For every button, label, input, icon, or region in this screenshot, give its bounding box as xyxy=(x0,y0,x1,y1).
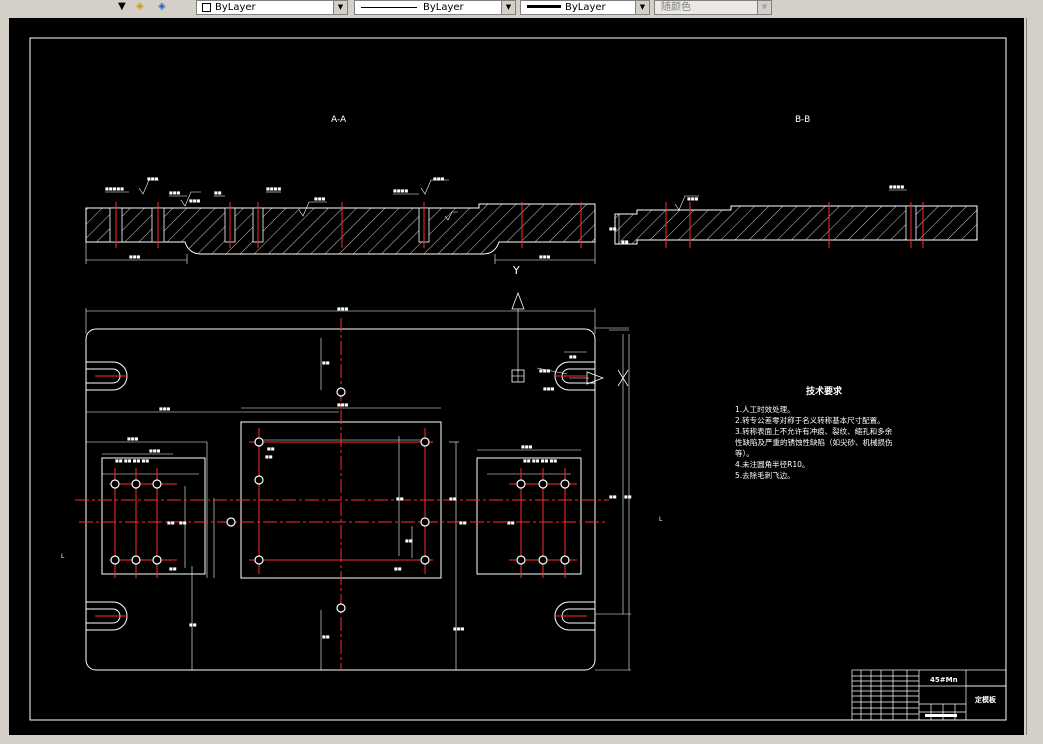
svg-text:■■: ■■ xyxy=(621,239,629,244)
svg-text:■■ ■■ ■■ ■■: ■■ ■■ ■■ ■■ xyxy=(115,458,149,463)
chevron-down-icon[interactable]: ▼ xyxy=(333,1,347,14)
drawing-area[interactable]: A-A B-B xyxy=(0,16,1043,744)
tech-line: 1.人工时效处理。 xyxy=(735,404,795,414)
tech-line: 5.去除毛刺飞边。 xyxy=(735,470,795,480)
svg-text:■■ ■■ ■■ ■■: ■■ ■■ ■■ ■■ xyxy=(523,458,557,463)
svg-text:■■: ■■ xyxy=(609,226,617,231)
chevron-down-icon[interactable]: ▼ xyxy=(635,1,649,14)
plan-view: X xyxy=(61,306,663,671)
svg-text:■■: ■■ xyxy=(459,520,467,525)
layer-states-icon[interactable]: ◈ xyxy=(136,1,144,12)
vertical-scrollbar[interactable] xyxy=(1026,18,1042,735)
view-label-y: Y xyxy=(512,264,520,277)
svg-text:L: L xyxy=(61,553,65,560)
title-block-material: 45#Mn xyxy=(930,676,958,684)
svg-text:■■■: ■■■ xyxy=(521,444,533,449)
section-bb-view: ■■■■ ■■■ ■■ ■■ xyxy=(609,184,978,248)
svg-text:■■: ■■ xyxy=(449,496,457,501)
layer-previous-icon[interactable]: ◈ xyxy=(158,1,166,12)
svg-text:■■■: ■■■ xyxy=(127,436,139,441)
svg-text:■■: ■■ xyxy=(189,622,197,627)
svg-text:■■: ■■ xyxy=(507,520,515,525)
view-arrow-y: Y xyxy=(511,264,525,383)
svg-text:■■■: ■■■ xyxy=(147,176,159,181)
svg-text:■■■: ■■■ xyxy=(543,386,555,391)
dropdown-arrow-icon[interactable]: ▼ xyxy=(118,1,126,12)
section-aa-view: ■■■■■ ■■■ ■■■ ■■■ ■■ ■■■■ ■■■ ■■■■ ■■■ ■… xyxy=(85,176,596,264)
plotstyle-combo: 随颜色 ▼ xyxy=(654,0,772,15)
section-label-bb: B-B xyxy=(795,115,810,125)
cad-drawing: A-A B-B xyxy=(29,37,1007,721)
svg-text:■■■: ■■■ xyxy=(539,368,551,373)
chevron-down-icon[interactable]: ▼ xyxy=(501,1,515,14)
bolt-holes xyxy=(110,387,570,613)
section-label-aa: A-A xyxy=(331,115,347,125)
svg-text:■■■■■: ■■■■■ xyxy=(105,186,124,191)
lineweight-combo[interactable]: ByLayer ▼ xyxy=(520,0,650,15)
svg-text:■■: ■■ xyxy=(179,520,187,525)
svg-text:■■: ■■ xyxy=(394,566,402,571)
svg-text:■■■■: ■■■■ xyxy=(393,188,408,193)
svg-text:■■: ■■ xyxy=(624,494,632,499)
svg-text:■■■: ■■■ xyxy=(433,176,445,181)
svg-text:■■: ■■ xyxy=(169,566,177,571)
color-swatch-icon xyxy=(202,3,211,12)
linetype-swatch-icon xyxy=(361,7,417,8)
svg-text:■■: ■■ xyxy=(609,494,617,499)
color-combo-value: ByLayer xyxy=(215,2,256,13)
svg-text:■■: ■■ xyxy=(322,634,330,639)
svg-text:■■: ■■ xyxy=(396,496,404,501)
linetype-combo-value: ByLayer xyxy=(423,2,464,13)
svg-text:■■■: ■■■ xyxy=(159,406,171,411)
view-label-x: X xyxy=(618,379,619,381)
svg-text:■■■: ■■■ xyxy=(337,306,349,311)
drawing-frame xyxy=(29,37,1007,721)
tech-line: 4.未注圆角半径R10。 xyxy=(735,459,809,469)
svg-text:■■■: ■■■ xyxy=(314,196,326,201)
model-space[interactable]: A-A B-B xyxy=(9,18,1024,735)
svg-text:L: L xyxy=(659,516,663,523)
svg-text:■■■: ■■■ xyxy=(169,190,181,195)
lineweight-swatch-icon xyxy=(527,5,561,8)
svg-text:■■■: ■■■ xyxy=(129,254,141,259)
title-block-part-name: 定模板 xyxy=(975,695,997,704)
tech-title: 技术要求 xyxy=(806,385,843,397)
svg-text:■■■: ■■■ xyxy=(189,198,201,203)
tech-line: 性缺陷及严重的锈蚀性缺陷（如尖砂、机械损伤 xyxy=(735,437,893,447)
lineweight-combo-value: ByLayer xyxy=(565,2,606,13)
svg-text:■■: ■■ xyxy=(265,454,273,459)
svg-text:■■: ■■ xyxy=(569,354,577,359)
svg-text:■■: ■■ xyxy=(322,360,330,365)
chevron-down-icon: ▼ xyxy=(757,1,771,14)
color-combo[interactable]: ByLayer ▼ xyxy=(196,0,348,15)
title-block-bar xyxy=(925,714,957,717)
svg-text:■■: ■■ xyxy=(214,190,222,195)
tech-line: 3.转称表面上不允许有冲痕、裂纹、缩孔和多余 xyxy=(735,426,893,436)
svg-text:■■■■: ■■■■ xyxy=(889,184,904,189)
svg-text:■■■: ■■■ xyxy=(687,196,699,201)
svg-text:■■■■: ■■■■ xyxy=(266,186,281,191)
view-arrow-x: X xyxy=(569,369,629,387)
svg-text:■■: ■■ xyxy=(167,520,175,525)
plotstyle-combo-value: 随颜色 xyxy=(661,2,691,13)
svg-text:■■■: ■■■ xyxy=(337,402,349,407)
svg-text:■■■: ■■■ xyxy=(453,626,465,631)
tech-requirements: 技术要求 1.人工时效处理。 2.转专公差零对称于名义转称基本尺寸配置。 3.转… xyxy=(735,385,893,480)
linetype-combo[interactable]: ByLayer ▼ xyxy=(354,0,516,15)
svg-text:■■: ■■ xyxy=(267,446,275,451)
tech-line: 2.转专公差零对称于名义转称基本尺寸配置。 xyxy=(735,415,885,425)
title-block xyxy=(851,669,1007,721)
svg-text:■■■: ■■■ xyxy=(539,254,551,259)
svg-text:■■■: ■■■ xyxy=(149,448,161,453)
tech-line: 等）。 xyxy=(735,448,754,458)
svg-text:■■: ■■ xyxy=(405,538,413,543)
properties-toolbar: ▼ ◈ ◈ ByLayer ▼ ByLayer ▼ ByLayer ▼ 随颜色 … xyxy=(0,0,1043,17)
